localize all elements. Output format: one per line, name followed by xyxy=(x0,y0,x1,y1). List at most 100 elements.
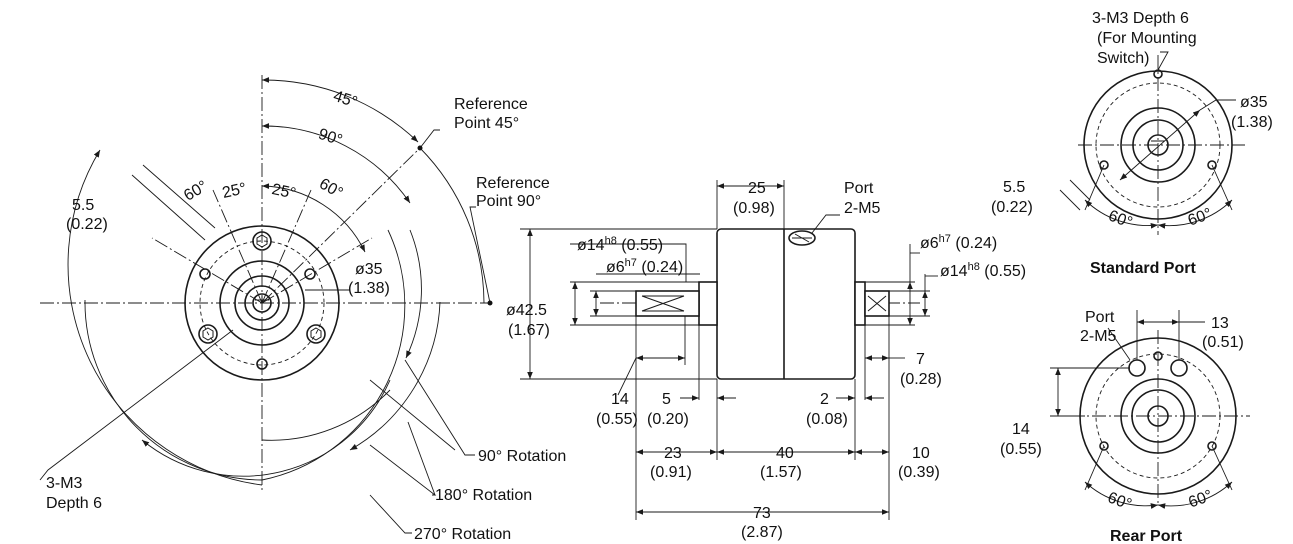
leader-rot270 xyxy=(369,494,412,534)
arc-270-inner xyxy=(84,229,406,481)
rear-port-right xyxy=(1170,359,1188,377)
label-dia425-in: (1.67) xyxy=(508,322,550,339)
label-90deg: 90° xyxy=(316,126,344,150)
front-bolt-left xyxy=(198,324,218,344)
label-dim10-in: (0.39) xyxy=(898,464,940,481)
std-label-tap-line1: 3-M3 Depth 6 xyxy=(1092,10,1189,27)
std-arc-60-left xyxy=(1084,199,1159,229)
rear-tap-top xyxy=(1153,351,1163,361)
side-view: 25 (0.98) Port 2-M5 ø14h8 (0.55) ø6h7 (0… xyxy=(506,180,1026,541)
front-bolt-top xyxy=(252,231,272,251)
arc-45deg-outer xyxy=(261,77,419,143)
label-rot180: 180° Rotation xyxy=(435,487,532,504)
label-dia14-right: ø14h8 (0.55) xyxy=(940,261,1026,280)
label-dim7: 7 xyxy=(916,351,925,368)
label-dim2: 2 xyxy=(820,391,829,408)
arc-rot-b xyxy=(405,229,422,359)
rear-label-dim14: 14 xyxy=(1012,421,1030,438)
offset-line-b xyxy=(131,174,206,241)
label-ref90-line2: Point 90° xyxy=(476,193,541,210)
rear-arc-60-right xyxy=(1157,481,1233,509)
label-tap-line1: 3-M3 xyxy=(46,475,83,492)
std-label-dia35-in: (1.38) xyxy=(1231,114,1273,131)
rear-boss xyxy=(1120,378,1196,454)
front-body-outer xyxy=(184,225,340,381)
rear-tap-right xyxy=(1207,441,1217,451)
leader-rot180 xyxy=(369,444,437,496)
label-dim73: 73 xyxy=(753,505,771,522)
std-label-tap-line2: (For Mounting xyxy=(1097,30,1197,47)
arc-270-outer xyxy=(67,149,263,486)
label-25deg-left: 25° xyxy=(221,180,248,202)
side-shaft-left xyxy=(635,290,700,317)
rear-hub xyxy=(1131,389,1185,443)
rear-port-left xyxy=(1128,359,1146,377)
radial-60-right xyxy=(261,237,373,304)
radial-45 xyxy=(261,147,421,304)
rear-label-dim13: 13 xyxy=(1211,315,1229,332)
side-port-hatch xyxy=(792,233,812,243)
side-shaft-right xyxy=(864,290,890,317)
std-title: Standard Port xyxy=(1090,260,1196,277)
std-bolt-circle xyxy=(1095,82,1221,208)
rear-leader-port xyxy=(1107,327,1131,361)
label-tap-line2: Depth 6 xyxy=(46,495,102,512)
std-arc-60-right xyxy=(1157,199,1233,229)
label-dia35-in: (1.38) xyxy=(348,280,390,297)
arc-ref-90 xyxy=(419,147,485,304)
front-bolt-circle xyxy=(199,240,325,366)
label-dim23-in: (0.91) xyxy=(650,464,692,481)
leader-ref45 xyxy=(419,129,440,149)
front-view: 45° 90° 60° 25° 25° 60° Reference Point … xyxy=(39,75,566,543)
side-boss-left xyxy=(698,281,718,326)
label-dim73-in: (2.87) xyxy=(741,524,783,541)
ref45-dot xyxy=(417,145,423,151)
svg-text:ø6h7 (0.24): ø6h7 (0.24) xyxy=(606,257,683,276)
rear-label-60a: 60° xyxy=(1105,489,1134,513)
side-boss-right xyxy=(854,281,866,326)
label-25deg-right: 25° xyxy=(270,181,297,203)
standard-port-view: 3-M3 Depth 6 (For Mounting Switch) ø35 (… xyxy=(991,10,1273,277)
label-dim14: 14 xyxy=(611,391,629,408)
leader-14 xyxy=(617,357,637,396)
std-label-tap-line3: Switch) xyxy=(1097,50,1149,67)
front-shaft-collar xyxy=(244,285,280,321)
std-label-dim55-in: (0.22) xyxy=(991,199,1033,216)
label-60deg-right: 60° xyxy=(316,175,345,202)
label-port-line1: Port xyxy=(844,180,874,197)
label-dim14-in: (0.55) xyxy=(596,411,638,428)
rear-title: Rear Port xyxy=(1110,528,1183,544)
label-dim2-in: (0.08) xyxy=(806,411,848,428)
label-dim55: 5.5 xyxy=(72,197,94,214)
arc-rot-a xyxy=(349,301,441,451)
label-port-line2: 2-M5 xyxy=(844,200,881,217)
side-shaft-right-flat xyxy=(867,295,887,312)
svg-text:ø14h8 (0.55): ø14h8 (0.55) xyxy=(577,235,663,254)
std-leader-tap xyxy=(1157,51,1169,71)
rear-label-port-line2: 2-M5 xyxy=(1080,328,1117,345)
front-shaft-flat xyxy=(255,296,269,310)
std-label-60b: 60° xyxy=(1186,205,1215,229)
std-dimline-35 xyxy=(1119,109,1201,181)
offset-line-a xyxy=(142,164,216,229)
std-label-60a: 60° xyxy=(1106,207,1135,231)
std-tap-right xyxy=(1207,160,1217,170)
std-tap-left xyxy=(1099,160,1109,170)
leader-ref90 xyxy=(469,206,491,304)
label-dia6-right: ø6h7 (0.24) xyxy=(920,233,997,252)
rear-shaft xyxy=(1147,405,1169,427)
svg-text:ø6h7 (0.24): ø6h7 (0.24) xyxy=(920,233,997,252)
arc-180-rot xyxy=(141,379,391,477)
rear-port-view: Port 2-M5 13 (0.51) 14 (0.55) 60° 60° Re… xyxy=(1000,309,1250,544)
front-tap-bottom xyxy=(256,358,268,370)
label-dim40: 40 xyxy=(776,445,794,462)
label-dia35: ø35 xyxy=(355,261,383,278)
front-hub xyxy=(234,275,290,331)
rear-label-dim13-in: (0.51) xyxy=(1202,334,1244,351)
leader-rot90-b xyxy=(369,379,456,451)
rear-label-60b: 60° xyxy=(1186,487,1215,511)
rear-bolt-circle xyxy=(1095,353,1221,479)
label-45deg: 45° xyxy=(331,88,359,112)
side-shaft-left-flat xyxy=(641,295,685,312)
